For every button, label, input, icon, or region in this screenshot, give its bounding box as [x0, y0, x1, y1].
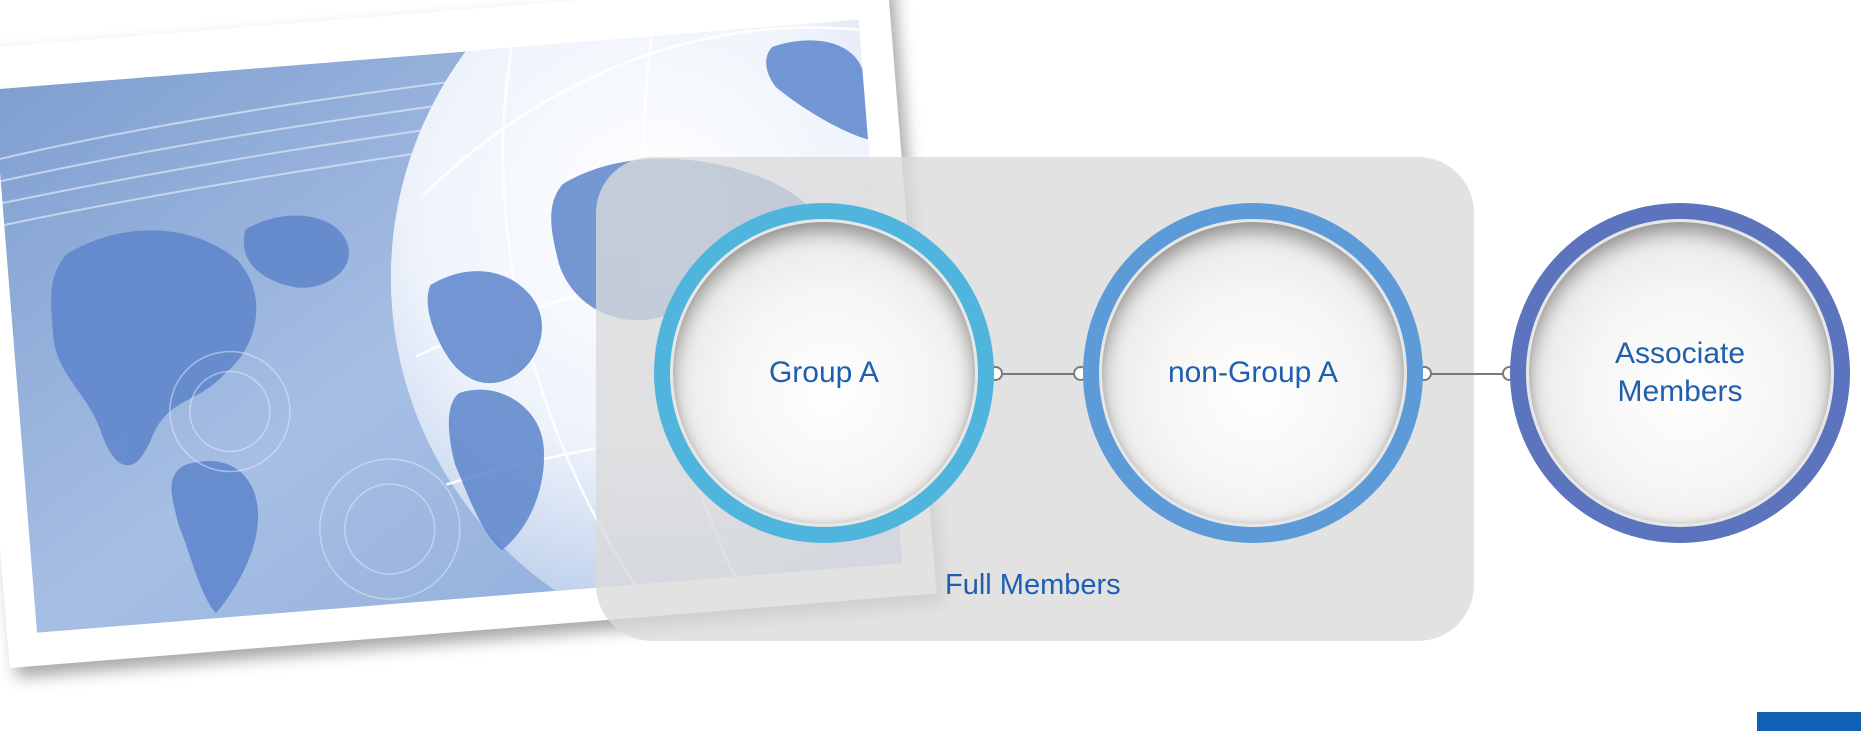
full-members-label: Full Members [945, 569, 1121, 601]
non-group-a-label: non-Group A [1167, 356, 1339, 389]
associate-members-node: Associate Members [1510, 203, 1850, 543]
connector-group-a-to-non-group-a [996, 373, 1080, 375]
connector-non-group-a-to-associate [1425, 373, 1509, 375]
group-a-label: Group A [768, 356, 880, 389]
non-group-a-node-face: non-Group A [1099, 219, 1407, 527]
associate-members-node-face: Associate Members [1526, 219, 1834, 527]
non-group-a-node: non-Group A [1083, 203, 1423, 543]
corner-accent-block [1757, 712, 1861, 731]
group-a-node-face: Group A [670, 219, 978, 527]
associate-members-label: Associate Members [1614, 337, 1746, 408]
group-a-node: Group A [654, 203, 994, 543]
